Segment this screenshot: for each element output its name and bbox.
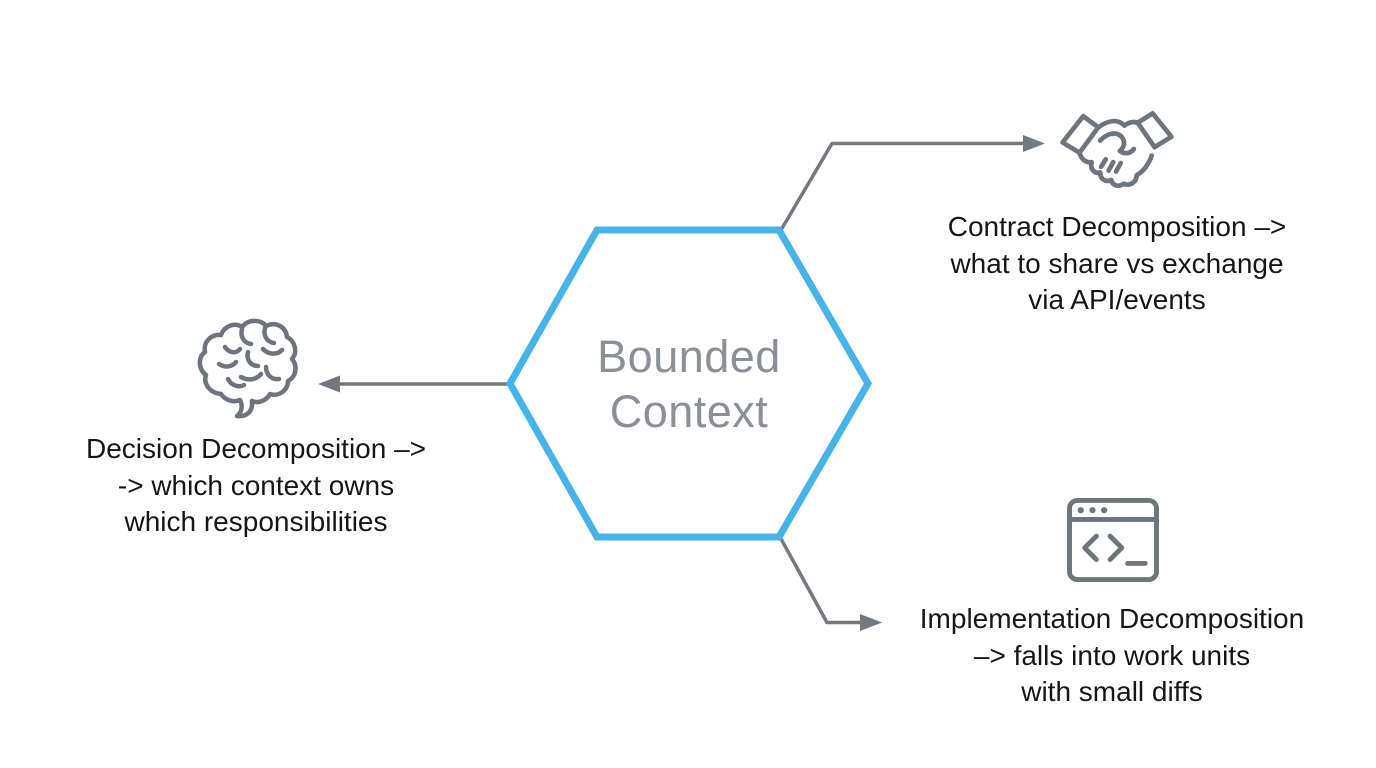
implementation-label-line2: –> falls into work units [973, 639, 1251, 671]
handshake-icon [1060, 110, 1174, 189]
decision-label-line3: which responsibilities [124, 506, 388, 537]
implementation-label-line3: with small diffs [1021, 676, 1203, 707]
contract-label-line3: via API/events [1028, 284, 1206, 315]
implementation-label-line1: Implementation Decomposition [919, 603, 1305, 634]
contract-label-line1: Contract Decomposition –> [947, 211, 1287, 242]
decision-label-line1: Decision Decomposition –> [85, 433, 427, 464]
connector-decision [318, 375, 513, 393]
center-node-label-line2: Context [609, 386, 769, 437]
decision-decomposition-label: Decision Decomposition –> -> which conte… [46, 431, 466, 541]
contract-label-line2: what to share vs exchange [950, 247, 1284, 279]
contract-decomposition-label: Contract Decomposition –> what to share … [907, 209, 1327, 319]
browser-code-icon [1067, 497, 1159, 583]
implementation-decomposition-label: Implementation Decomposition –> falls in… [882, 601, 1342, 711]
decision-label-line2: -> which context owns [117, 469, 395, 501]
center-node-label: Bounded Context [510, 329, 868, 439]
center-node-label-line1: Bounded [597, 331, 781, 382]
bounded-context-hexagon [505, 226, 873, 541]
connector-contract [779, 135, 1045, 231]
connector-implementation [778, 536, 882, 631]
brain-icon [197, 318, 298, 419]
